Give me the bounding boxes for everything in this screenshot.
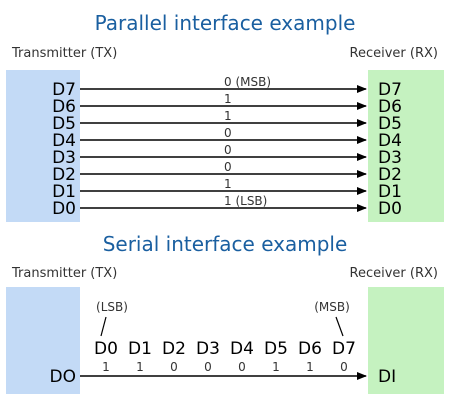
tx-pin-d0: D0: [52, 199, 76, 219]
rx-pin-d2: D2: [378, 165, 402, 185]
serial-bit-d0: 1: [102, 360, 110, 374]
serial-tx-label: Transmitter (TX): [11, 266, 117, 281]
rx-pin-d0: D0: [378, 199, 402, 219]
serial-bit-d3: 0: [204, 360, 212, 374]
parallel-transmitter-box: [6, 70, 80, 222]
serial-label-d7: D7: [332, 339, 356, 359]
rx-pin-d4: D4: [378, 131, 402, 151]
serial-bit-d7: 0: [340, 360, 348, 374]
serial-bit-d2: 0: [170, 360, 178, 374]
serial-lsb-note: (LSB): [96, 300, 128, 314]
serial-label-d4: D4: [230, 339, 254, 359]
parallel-title: Parallel interface example: [95, 11, 356, 35]
rx-pin-d3: D3: [378, 148, 402, 168]
serial-receiver-box: [368, 287, 444, 394]
bit-d3: 0: [224, 143, 232, 157]
serial-rx-label: Receiver (RX): [350, 266, 438, 281]
bit-d1: 1: [224, 177, 232, 191]
tx-pin-d5: D5: [52, 114, 76, 134]
serial-title: Serial interface example: [103, 232, 348, 256]
serial-label-d3: D3: [196, 339, 220, 359]
serial-transmitter-box: [6, 287, 80, 394]
parallel-rx-label: Receiver (RX): [350, 46, 438, 61]
tx-pin-d1: D1: [52, 182, 76, 202]
tx-pin-d2: D2: [52, 165, 76, 185]
rx-pin-d7: D7: [378, 80, 402, 100]
serial-label-d0: D0: [94, 339, 118, 359]
serial-bit-d1: 1: [136, 360, 144, 374]
bit-d5: 1: [224, 109, 232, 123]
serial-lsb-pointer: [100, 316, 107, 337]
serial-tx-pin: DO: [50, 367, 76, 387]
bit-d6: 1: [224, 92, 232, 106]
serial-msb-pointer: [335, 316, 344, 337]
serial-bit-d5: 1: [272, 360, 280, 374]
tx-pin-d6: D6: [52, 97, 76, 117]
serial-label-d1: D1: [128, 339, 152, 359]
serial-label-d2: D2: [162, 339, 186, 359]
serial-rx-pin: DI: [378, 367, 396, 387]
bit-d4: 0: [224, 126, 232, 140]
rx-pin-d5: D5: [378, 114, 402, 134]
serial-bit-d4: 0: [238, 360, 246, 374]
tx-pin-d3: D3: [52, 148, 76, 168]
rx-pin-d6: D6: [378, 97, 402, 117]
serial-label-d6: D6: [298, 339, 322, 359]
serial-bit-d6: 1: [306, 360, 314, 374]
parallel-tx-label: Transmitter (TX): [11, 46, 117, 61]
tx-pin-d4: D4: [52, 131, 76, 151]
serial-label-d5: D5: [264, 339, 288, 359]
tx-pin-d7: D7: [52, 80, 76, 100]
bit-d7: 0 (MSB): [224, 75, 271, 89]
rx-pin-d1: D1: [378, 182, 402, 202]
bit-d0: 1 (LSB): [224, 194, 267, 208]
serial-msb-note: (MSB): [314, 300, 350, 314]
bit-d2: 0: [224, 160, 232, 174]
parallel-receiver-box: [368, 70, 444, 222]
